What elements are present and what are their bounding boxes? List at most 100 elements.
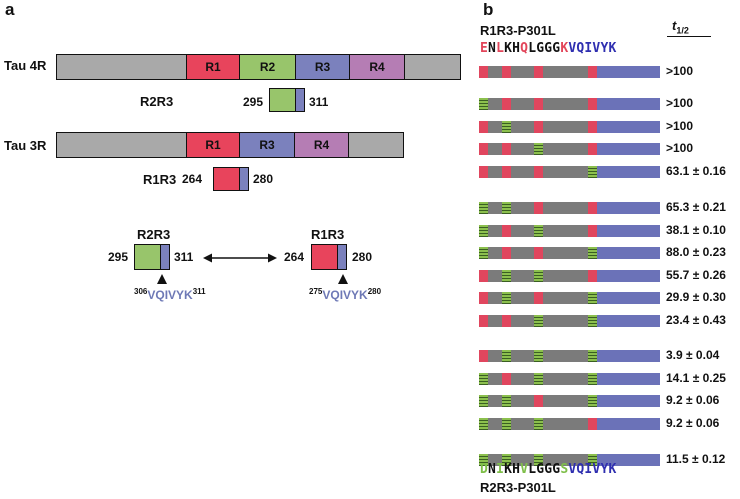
r1-residue-marker [588, 418, 597, 430]
vqivyk-segment [597, 454, 660, 466]
half-life-value: 9.2 ± 0.06 [666, 416, 720, 430]
half-life-value: 23.4 ± 0.43 [666, 313, 726, 327]
vqivyk-segment [597, 350, 660, 362]
r1-residue-marker [502, 225, 511, 237]
top-sequence: ENLKHQLGGGKVQIVYK [480, 41, 617, 56]
r1-residue-marker [479, 270, 488, 282]
swap-left-start: 295 [108, 250, 129, 264]
swap-double-arrow [203, 253, 277, 263]
r1r3-start: 264 [182, 172, 203, 186]
r2-residue-marker [534, 225, 543, 237]
r2-residue-marker [534, 143, 543, 155]
panel-a-letter: a [5, 0, 15, 19]
bottom-sequence: DNIKHVLGGGSVQIVYK [480, 462, 617, 477]
construct-strip [479, 418, 660, 430]
vqivyk-segment [597, 98, 660, 110]
vqivyk-segment [597, 66, 660, 78]
r2-residue-marker [588, 373, 597, 385]
vqivyk-segment [597, 202, 660, 214]
swap-left-bar [134, 244, 170, 270]
r2-residue-marker [502, 418, 511, 430]
r2-residue-marker [502, 395, 511, 407]
r2-residue-marker [588, 315, 597, 327]
r1r3-end: 280 [253, 172, 274, 186]
construct-strip [479, 225, 660, 237]
r1r3-fragment-label: R1R3 [143, 172, 177, 187]
swap-right-start: 264 [284, 250, 305, 264]
r2-residue-marker [479, 98, 488, 110]
r2-residue-marker [588, 247, 597, 259]
r1-residue-marker [479, 166, 488, 178]
vqivyk-segment [597, 121, 660, 133]
construct-strip [479, 143, 660, 155]
r2-residue-marker [479, 418, 488, 430]
tau4r-r3: R3 [295, 55, 349, 79]
swap-left-arrowhead [157, 274, 167, 284]
r2r3-fragment-bar [269, 88, 305, 112]
r2-residue-marker [479, 395, 488, 407]
r2-residue-marker [502, 270, 511, 282]
construct-strip [479, 292, 660, 304]
r1-residue-marker [534, 98, 543, 110]
swap-left-r3-part [160, 245, 169, 269]
r2-residue-marker [534, 454, 543, 466]
r1-residue-marker [479, 315, 488, 327]
tau4r-bar: R1 R2 R3 R4 [56, 54, 461, 80]
r1-residue-marker [502, 143, 511, 155]
construct-strip [479, 166, 660, 178]
r1-residue-marker [534, 202, 543, 214]
r1-residue-marker [588, 121, 597, 133]
vqivyk-segment [597, 315, 660, 327]
vqivyk-segment [597, 247, 660, 259]
r1r3-fragment-r3-part [239, 168, 248, 190]
r2-residue-marker [479, 247, 488, 259]
tau4r-r4: R4 [349, 55, 405, 79]
r1-residue-marker [479, 143, 488, 155]
r2-residue-marker [479, 373, 488, 385]
r2-residue-marker [479, 202, 488, 214]
r2-residue-marker [588, 395, 597, 407]
r1-residue-marker [588, 98, 597, 110]
tau4r-label: Tau 4R [4, 58, 47, 73]
top-construct-title: R1R3-P301L [480, 23, 556, 38]
half-life-value: >100 [666, 141, 694, 155]
half-life-value: 88.0 ± 0.23 [666, 245, 726, 259]
swap-left-label: R2R3 [137, 227, 171, 242]
construct-strip [479, 395, 660, 407]
vqivyk-segment [597, 166, 660, 178]
r2r3-end: 311 [309, 95, 329, 109]
r1-residue-marker [534, 166, 543, 178]
construct-strip [479, 350, 660, 362]
tau3r-label: Tau 3R [4, 138, 47, 153]
r2-residue-marker [502, 202, 511, 214]
r1-residue-marker [588, 225, 597, 237]
r2-residue-marker [534, 373, 543, 385]
r1-residue-marker [534, 121, 543, 133]
r1-residue-marker [588, 143, 597, 155]
r2-residue-marker [588, 166, 597, 178]
r2r3-fragment-r3-part [295, 89, 304, 111]
r2-residue-marker [588, 350, 597, 362]
thalf-header-rule [667, 36, 711, 37]
r1-residue-marker [502, 66, 511, 78]
r2-residue-marker [588, 292, 597, 304]
construct-strip [479, 121, 660, 133]
swap-right-bar [311, 244, 347, 270]
swap-right-label: R1R3 [311, 227, 345, 242]
r2-residue-marker [502, 454, 511, 466]
r1-residue-marker [534, 247, 543, 259]
half-life-value: >100 [666, 96, 694, 110]
half-life-value: 11.5 ± 0.12 [666, 452, 726, 466]
bottom-construct-title: R2R3-P301L [480, 480, 556, 495]
swap-left-motif: 306VQIVYK311 [134, 287, 206, 302]
swap-left-end: 311 [174, 250, 194, 264]
r1r3-fragment-bar [213, 167, 249, 191]
vqivyk-segment [597, 292, 660, 304]
vqivyk-segment [597, 143, 660, 155]
r1-residue-marker [479, 121, 488, 133]
half-life-value: 29.9 ± 0.30 [666, 290, 726, 304]
half-life-value: 55.7 ± 0.26 [666, 268, 726, 282]
construct-strip [479, 315, 660, 327]
r1-residue-marker [479, 292, 488, 304]
r2-residue-marker [502, 121, 511, 133]
